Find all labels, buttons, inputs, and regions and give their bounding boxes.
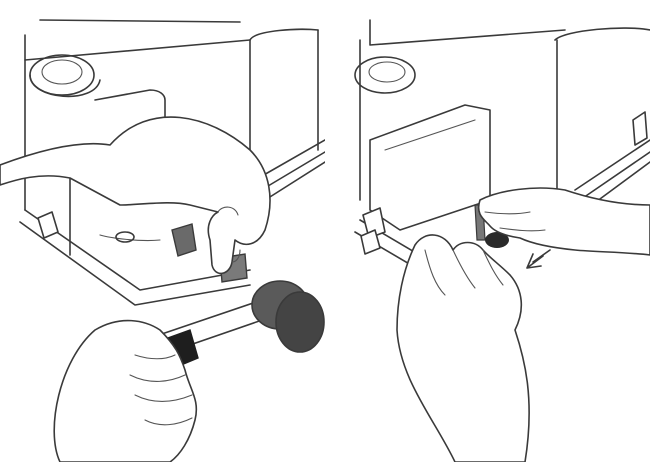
- lower-hand: [396, 234, 530, 462]
- left-illustration: [0, 19, 325, 462]
- left-illustration-panel: [0, 19, 325, 462]
- upper-hand: [0, 116, 271, 275]
- upper-hand: [477, 187, 650, 256]
- right-illustration-panel: [325, 0, 650, 462]
- right-illustration: [354, 19, 650, 462]
- lower-hand: [53, 319, 198, 462]
- arrow-icon: [526, 249, 551, 269]
